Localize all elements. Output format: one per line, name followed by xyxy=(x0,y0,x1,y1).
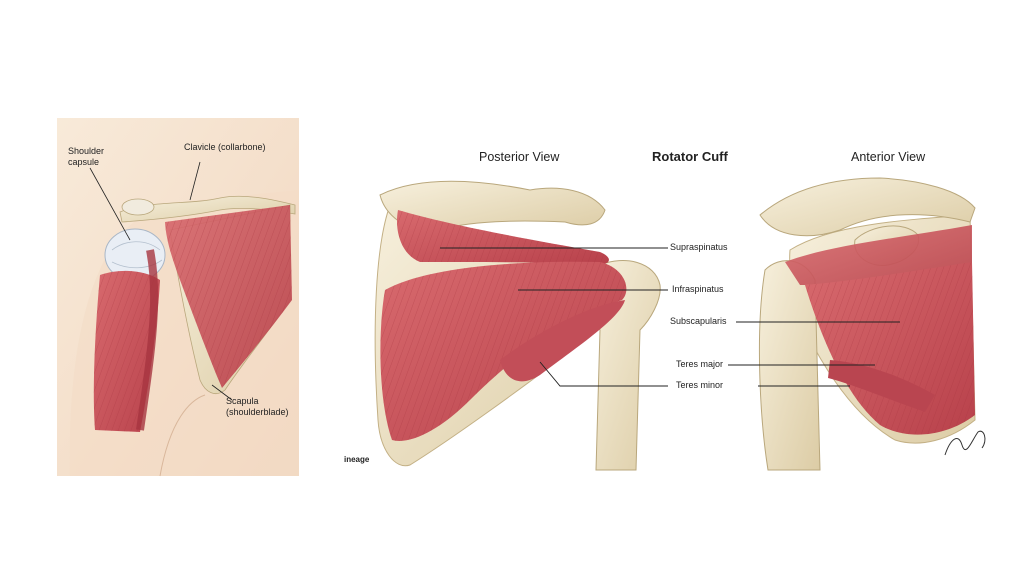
artist-signature xyxy=(944,430,986,456)
label-teres-major: Teres major xyxy=(676,359,724,369)
left-shoulder-illustration xyxy=(57,118,300,477)
label-shoulder-capsule: Shoulder capsule xyxy=(68,146,105,167)
label-supraspinatus: Supraspinatus xyxy=(670,242,728,252)
label-subscapularis: Subscapularis xyxy=(670,316,727,326)
anterior-view-illustration xyxy=(728,177,986,471)
leader-teres-minor xyxy=(539,361,668,387)
leader-scapula xyxy=(211,384,233,401)
leader-shoulder-capsule xyxy=(89,167,131,241)
posterior-view-illustration xyxy=(374,180,668,471)
rotator-cuff-title: Rotator Cuff xyxy=(652,149,728,164)
label-teres-minor: Teres minor xyxy=(676,380,724,390)
label-scapula: Scapula (shoulderblade) xyxy=(226,396,289,417)
anterior-clavicle xyxy=(759,177,976,237)
anterior-view-title: Anterior View xyxy=(851,150,926,164)
label-clavicle: Clavicle (collarbone) xyxy=(184,142,266,152)
teres-major-muscle xyxy=(828,360,935,412)
watermark: ineage xyxy=(344,455,370,464)
label-infraspinatus: Infraspinatus xyxy=(672,284,724,294)
posterior-view-title: Posterior View xyxy=(479,150,560,164)
clavicle-bone xyxy=(119,195,296,223)
leader-clavicle xyxy=(189,161,201,201)
teres-minor-muscle xyxy=(500,300,625,382)
